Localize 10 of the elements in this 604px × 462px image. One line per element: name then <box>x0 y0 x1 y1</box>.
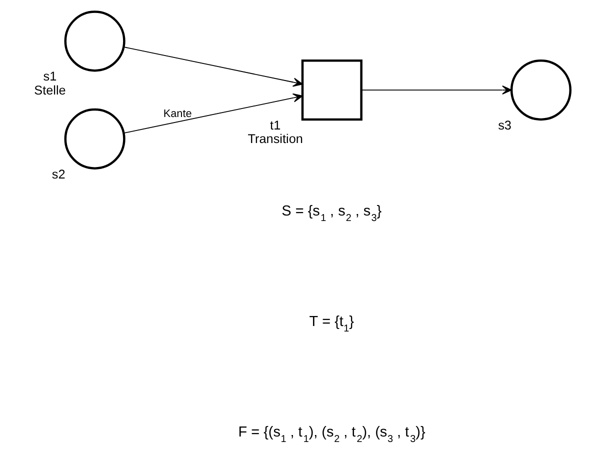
label: F = {(s$_{1}$ , t$_{1}$), (s$_{2}$ , t$_{2}$), (s$_{3}$ , t$_{3}$)} <box>238 424 425 445</box>
node-label: t1 <box>270 118 280 133</box>
node-label: s1 <box>42 70 56 84</box>
edge-label: Kante <box>162 108 192 120</box>
node-label: Stelle <box>34 83 66 98</box>
node-label: s2 <box>51 167 65 182</box>
node-label: s3 <box>498 118 511 133</box>
node-label: Transition <box>247 132 302 146</box>
label: S = {s$_{1}$ , s$_{2}$ , s$_{3}$} <box>281 204 382 224</box>
label: T = {t$_{1}$} <box>308 314 354 335</box>
